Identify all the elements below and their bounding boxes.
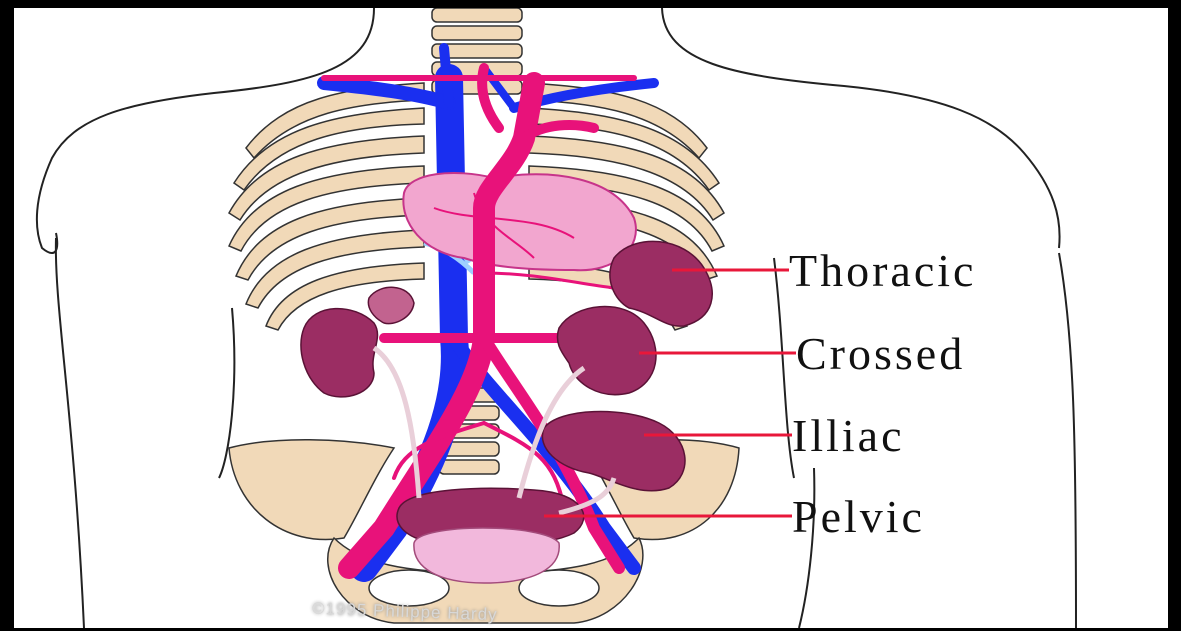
diagram-panel: Thoracic Crossed Illiac Pelvic ©1995 Phi… xyxy=(14,8,1168,628)
bladder xyxy=(414,528,559,583)
anatomy-illustration xyxy=(14,8,1168,628)
adrenal-gland xyxy=(368,287,414,323)
label-pelvic: Pelvic xyxy=(792,494,925,540)
label-thoracic: Thoracic xyxy=(789,248,976,294)
label-crossed: Crossed xyxy=(796,331,965,377)
kidney-left xyxy=(301,309,378,397)
label-illiac: Illiac xyxy=(792,413,905,459)
